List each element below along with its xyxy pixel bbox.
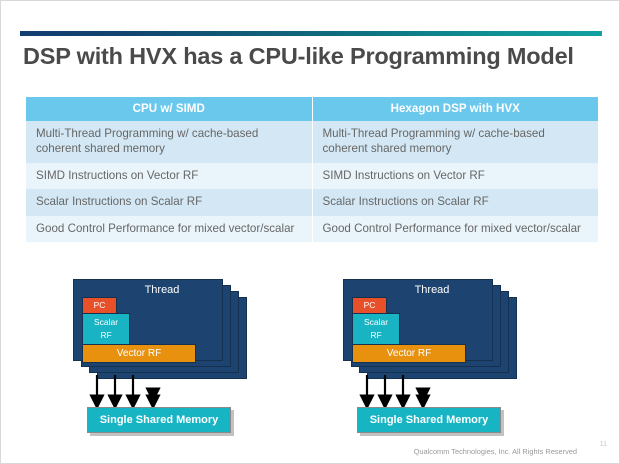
dsp-architecture-diagram: Thread PC Scalar RF Vector RF Single Sha…: [343, 279, 573, 439]
page-number: 11: [599, 441, 607, 448]
title-accent-bar: [20, 31, 602, 36]
table-row: Good Control Performance for mixed vecto…: [26, 215, 598, 243]
shared-memory-box-right: Single Shared Memory: [357, 407, 501, 433]
thread-label: Thread: [414, 284, 450, 296]
thread-layer-1: Thread PC Scalar RF Vector RF: [343, 279, 493, 363]
cell-dsp-3: Good Control Performance for mixed vecto…: [312, 215, 598, 243]
vector-rf-box: Vector RF: [352, 344, 466, 363]
column-header-cpu: CPU w/ SIMD: [26, 97, 313, 121]
thread-stack-left: Thread PC Scalar RF Vector RF: [73, 279, 251, 379]
cell-dsp-0: Multi-Thread Programming w/ cache-based …: [312, 121, 598, 163]
cell-cpu-2: Scalar Instructions on Scalar RF: [26, 189, 313, 216]
pc-register-box: PC: [82, 297, 117, 314]
thread-stack-right: Thread PC Scalar RF Vector RF: [343, 279, 521, 379]
scalar-rf-label-line2: RF: [100, 330, 112, 340]
shared-memory-box-left: Single Shared Memory: [87, 407, 231, 433]
scalar-rf-label-line2: RF: [370, 330, 382, 340]
table-row: Scalar Instructions on Scalar RF Scalar …: [26, 189, 598, 216]
comparison-table: CPU w/ SIMD Hexagon DSP with HVX Multi-T…: [26, 97, 598, 243]
cell-cpu-1: SIMD Instructions on Vector RF: [26, 162, 313, 190]
thread-label: Thread: [144, 284, 180, 296]
table-header-row: CPU w/ SIMD Hexagon DSP with HVX: [26, 97, 598, 121]
memory-arrows-right: [359, 375, 431, 410]
table-row: Multi-Thread Programming w/ cache-based …: [26, 121, 598, 163]
cell-dsp-1: SIMD Instructions on Vector RF: [312, 162, 598, 190]
copyright-footer: Qualcomm Technologies, Inc. All Rights R…: [413, 447, 577, 456]
scalar-rf-label-line1: Scalar: [363, 317, 389, 327]
scalar-rf-box: Scalar RF: [82, 313, 130, 345]
pc-register-box: PC: [352, 297, 387, 314]
memory-arrows-left: [89, 375, 161, 410]
cell-cpu-3: Good Control Performance for mixed vecto…: [26, 215, 313, 243]
cell-cpu-0: Multi-Thread Programming w/ cache-based …: [26, 121, 313, 163]
scalar-rf-box: Scalar RF: [352, 313, 400, 345]
scalar-rf-label-line1: Scalar: [93, 317, 119, 327]
table-row: SIMD Instructions on Vector RF SIMD Inst…: [26, 162, 598, 190]
column-header-dsp: Hexagon DSP with HVX: [312, 97, 598, 121]
cpu-architecture-diagram: Thread PC Scalar RF Vector RF Single Sha…: [73, 279, 303, 439]
vector-rf-box: Vector RF: [82, 344, 196, 363]
thread-layer-1: Thread PC Scalar RF Vector RF: [73, 279, 223, 363]
cell-dsp-2: Scalar Instructions on Scalar RF: [312, 189, 598, 216]
page-title: DSP with HVX has a CPU-like Programming …: [23, 43, 574, 69]
